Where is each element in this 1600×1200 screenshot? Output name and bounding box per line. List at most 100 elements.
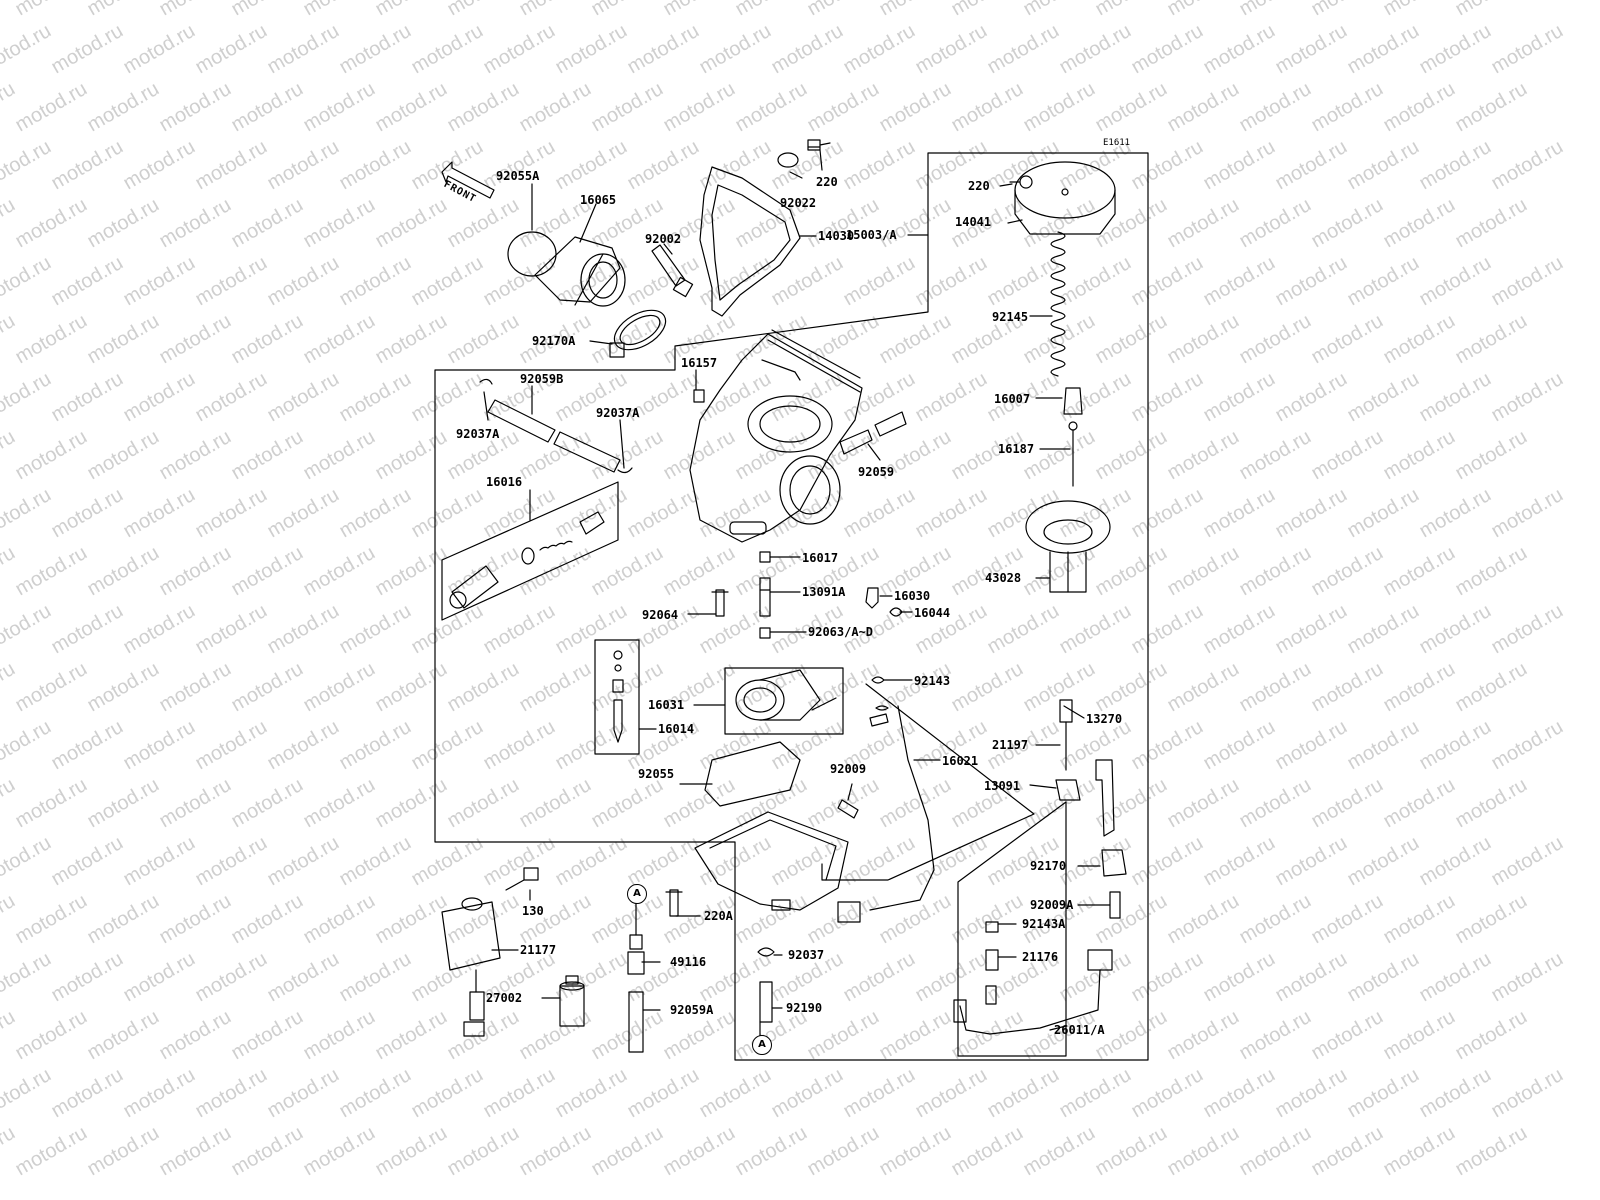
spring-92145-shape — [1050, 231, 1066, 377]
hose-92059a-shape — [628, 991, 644, 1053]
part-label-130: 130 — [522, 904, 544, 918]
part-label-14030: 14030 — [818, 229, 855, 243]
part-label-16017: 16017 — [802, 551, 839, 565]
screw-220-cap-shape — [1009, 175, 1033, 189]
needle-16187-shape — [1068, 421, 1078, 487]
holder-13091-shape — [1055, 779, 1081, 801]
part-label-16030: 16030 — [894, 589, 931, 603]
part-label-92170: 92170 — [1030, 859, 1067, 873]
part-label-16187: 16187 — [998, 442, 1035, 456]
part-label-16021: 16021 — [942, 754, 979, 768]
part-label-92190: 92190 — [786, 1001, 823, 1015]
gasket-92055-shape — [704, 741, 801, 807]
part-label-21177: 21177 — [520, 943, 557, 957]
part-label-92143: 92143 — [914, 674, 951, 688]
nut-92143a-shape — [985, 921, 999, 933]
bolt-130-shape — [505, 867, 539, 891]
part-label-220-cap: 220 — [968, 179, 990, 193]
part-label-16044: 16044 — [914, 606, 951, 620]
box-16016 — [441, 481, 619, 621]
clip-92037a-top-shape — [479, 378, 493, 385]
float-bowl-shape — [694, 811, 849, 911]
part-label-16014: 16014 — [658, 722, 695, 736]
part-label-15003a: 15003/A — [846, 228, 897, 242]
clip-92037-shape — [757, 947, 775, 957]
front-arrow — [441, 161, 495, 199]
part-label-26011a: 26011/A — [1054, 1023, 1105, 1037]
part-label-220-top: 220 — [816, 175, 838, 189]
part-label-16007: 16007 — [994, 392, 1031, 406]
part-label-16031: 16031 — [648, 698, 685, 712]
bolt-220-top-shape — [807, 139, 831, 151]
intake-joint-16065-shape — [534, 236, 626, 307]
bracket-13270-shape — [1095, 759, 1115, 837]
part-label-92037a-left: 92037A — [456, 427, 500, 441]
part-label-13091: 13091 — [984, 779, 1021, 793]
part-label-92009a: 92009A — [1030, 898, 1074, 912]
o-ring-92055a-shape — [507, 231, 557, 277]
part-label-92059: 92059 — [858, 465, 895, 479]
jet-92064-shape — [711, 589, 729, 617]
joint-49116-shape — [627, 934, 645, 975]
part-label-92037: 92037 — [788, 948, 825, 962]
jet-16017-shape — [759, 551, 771, 563]
box-16031 — [724, 667, 844, 735]
cap-14041-shape — [1014, 161, 1116, 235]
assembly-boundary — [434, 152, 1149, 1061]
cdi-21177-shape — [441, 897, 501, 1037]
valve-16030-shape — [865, 587, 879, 609]
part-label-92002: 92002 — [645, 232, 682, 246]
jet-92063-shape — [759, 627, 771, 639]
part-label-13270: 13270 — [1086, 712, 1123, 726]
diaphragm-43028-shape — [1025, 500, 1111, 593]
solenoid-27002-shape — [559, 975, 585, 1027]
cover-14030-shape — [699, 166, 801, 317]
box-sensor — [957, 801, 1067, 1057]
hose-92059-shape — [839, 411, 907, 455]
float-16031-shape — [735, 669, 837, 721]
clip-92037a-bottom-shape — [617, 467, 633, 474]
part-label-92055a: 92055A — [496, 169, 540, 183]
ring-92143-shape — [871, 676, 885, 684]
carburetor-body-shape — [689, 329, 863, 543]
screw-92009a-shape — [1109, 891, 1121, 919]
part-label-13091a: 13091A — [802, 585, 846, 599]
part-label-27002: 27002 — [486, 991, 523, 1005]
connector-ref-a-top: A — [627, 884, 647, 904]
part-label-92009: 92009 — [830, 762, 867, 776]
screw-21197-shape — [1059, 699, 1073, 771]
needle-valve-16014-shape — [612, 650, 624, 743]
part-label-16016: 16016 — [486, 475, 523, 489]
drawing-reference-code: E1611 — [1103, 138, 1131, 148]
part-label-92145: 92145 — [992, 310, 1029, 324]
box-cable — [821, 683, 1035, 881]
harness-26011a-shape — [953, 949, 1113, 1035]
part-label-21176: 21176 — [1022, 950, 1059, 964]
part-label-92022: 92022 — [780, 196, 817, 210]
part-label-92037a-right: 92037A — [596, 406, 640, 420]
plug-16157-shape — [693, 389, 705, 403]
screw-220a-shape — [665, 889, 683, 917]
box-16014 — [594, 639, 640, 755]
part-label-220a: 220A — [704, 909, 733, 923]
part-label-92170a: 92170A — [532, 334, 576, 348]
screw-92009-shape — [837, 799, 859, 819]
hose-92190-shape — [759, 981, 773, 1023]
part-label-92143a: 92143A — [1022, 917, 1066, 931]
part-label-92059a: 92059A — [670, 1003, 714, 1017]
part-label-43028: 43028 — [985, 571, 1022, 585]
washer-92022-shape — [777, 152, 799, 168]
connector-ref-a-bottom: A — [752, 1035, 772, 1055]
part-label-49116: 49116 — [670, 955, 707, 969]
screw-92002-shape — [651, 244, 694, 298]
part-label-92064: 92064 — [642, 608, 679, 622]
clamp-92170-shape — [1101, 849, 1127, 877]
part-label-16065: 16065 — [580, 193, 617, 207]
part-label-16157: 16157 — [681, 356, 718, 370]
cable-16021-shape — [837, 705, 935, 923]
part-label-92063: 92063/A~D — [808, 625, 874, 639]
part-label-21197: 21197 — [992, 738, 1029, 752]
clamp-92170a-shape — [609, 309, 667, 358]
